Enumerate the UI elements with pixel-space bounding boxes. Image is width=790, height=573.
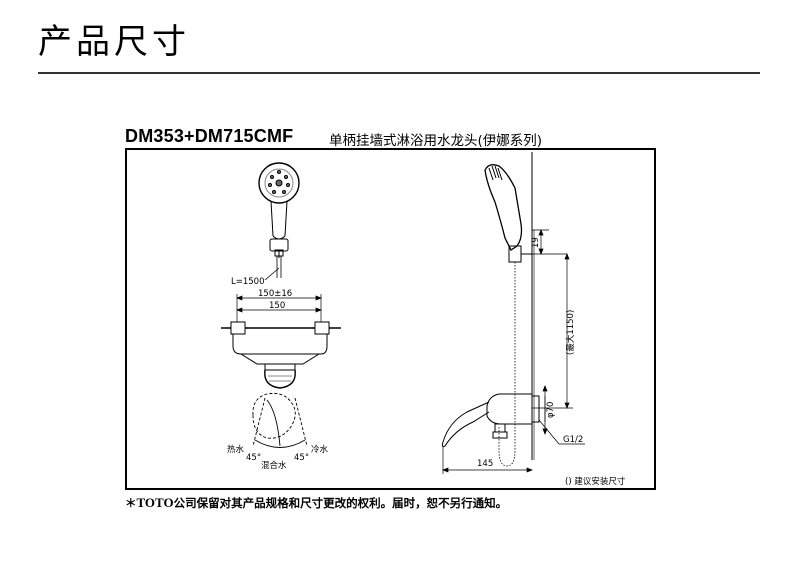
- dimension-drawing: L=1500 150±16 150: [221, 152, 626, 487]
- dim-width: 150: [269, 301, 285, 311]
- hand-shower-side: [484, 164, 532, 263]
- brand-name: TOTO: [136, 495, 174, 510]
- hose-side: [498, 262, 516, 467]
- product-model: DM353+DM715CMF: [125, 126, 294, 146]
- dim-max-height: (最大1150): [565, 310, 576, 355]
- footer-note: ＊TOTO公司保留对其产品规格和尺寸更改的权利。届时，恕不另行通知。: [125, 495, 507, 511]
- dim-projection: 145: [477, 459, 493, 469]
- mixer-side: [441, 393, 546, 447]
- label-hot-water: 热水: [227, 444, 245, 455]
- handle-rotation-view: [252, 392, 308, 448]
- hose-front: [264, 256, 282, 281]
- label-mixed-water: 混合水: [261, 460, 287, 471]
- footer-prefix: ＊: [125, 496, 137, 510]
- title-divider: [38, 72, 760, 74]
- product-description: 单柄挂墙式淋浴用水龙头(伊娜系列): [329, 133, 543, 149]
- wall-side: [531, 152, 535, 460]
- dim-diameter: φ70: [546, 402, 556, 418]
- dimension-diagram: L=1500 150±16 150: [125, 148, 656, 490]
- dim-width-tolerance: 150±16: [258, 289, 292, 299]
- dim-bracket-offset: 19: [531, 237, 541, 248]
- angle-left: 45°: [246, 453, 261, 463]
- width-dimension-lines: [236, 294, 322, 330]
- hand-shower-front: [258, 162, 300, 258]
- install-dimension-legend: () 建议安装尺寸: [565, 476, 626, 487]
- thread-leader: [538, 419, 560, 445]
- page-title: 产品尺寸: [38, 22, 190, 62]
- dim-145-lines: [442, 446, 533, 474]
- thread-size: G1/2: [563, 435, 583, 445]
- angle-right: 45°: [294, 453, 309, 463]
- mixer-front: [221, 321, 341, 389]
- label-cold-water: 冷水: [311, 444, 329, 455]
- dim-19-lines: [532, 229, 567, 255]
- footer-disclaimer: 公司保留对其产品规格和尺寸更改的权利。届时，恕不另行通知。: [173, 496, 508, 510]
- hose-length-label: L=1500: [231, 277, 265, 287]
